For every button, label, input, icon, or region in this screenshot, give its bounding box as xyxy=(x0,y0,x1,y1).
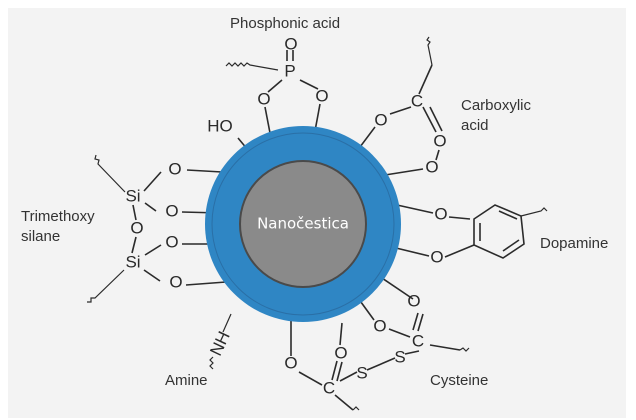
atom-c: C xyxy=(323,378,335,397)
atom-c: C xyxy=(411,91,423,110)
atom-o: O xyxy=(425,157,438,176)
atom-p: P xyxy=(284,61,295,80)
carboxylic-acid-bonds xyxy=(359,36,443,176)
atom-c: C xyxy=(412,331,424,350)
phosphonic-acid-bonds xyxy=(225,50,321,134)
amine-bond xyxy=(222,313,232,333)
label-dopamine: Dopamine xyxy=(540,235,608,252)
atom-si: Si xyxy=(125,252,140,271)
label-phosphonic-acid: Phosphonic acid xyxy=(230,15,340,32)
atom-o: O xyxy=(284,353,297,372)
atom-o: O xyxy=(257,89,270,108)
atom-o: O xyxy=(434,204,447,223)
atom-o: O xyxy=(169,272,182,291)
atom-o: O xyxy=(373,316,386,335)
label-carboxylic-line2: acid xyxy=(461,117,489,134)
atom-o: O xyxy=(315,86,328,105)
nanoparticle-shell-ring xyxy=(211,132,395,316)
atom-o: O xyxy=(433,131,446,150)
nanoparticle-core xyxy=(239,160,367,288)
label-trimethoxy-line1: Trimethoxy xyxy=(21,208,95,225)
atom-o: O xyxy=(168,159,181,178)
label-trimethoxy-line2: silane xyxy=(21,228,60,245)
label-cysteine: Cysteine xyxy=(430,372,488,389)
label-carboxylic-line1: Carboxylic xyxy=(461,97,532,114)
atom-o: O xyxy=(407,291,420,310)
label-amine: Amine xyxy=(165,372,208,389)
atom-o: O xyxy=(130,218,143,237)
atom-o: O xyxy=(334,343,347,362)
cysteine-bonds xyxy=(290,273,470,411)
atom-s: S xyxy=(394,347,405,366)
atom-nh: NH xyxy=(206,328,234,358)
atom-o: O xyxy=(165,201,178,220)
atom-ho: HO xyxy=(207,116,233,135)
atom-s: S xyxy=(356,363,367,382)
atom-o: O xyxy=(165,232,178,251)
amine-tail xyxy=(209,356,214,370)
atom-o: O xyxy=(374,110,387,129)
atom-si: Si xyxy=(125,186,140,205)
atom-o: O xyxy=(430,247,443,266)
dopamine-bonds xyxy=(395,204,548,259)
atom-o: O xyxy=(284,34,297,53)
core-label: Nanočestica xyxy=(257,215,349,233)
